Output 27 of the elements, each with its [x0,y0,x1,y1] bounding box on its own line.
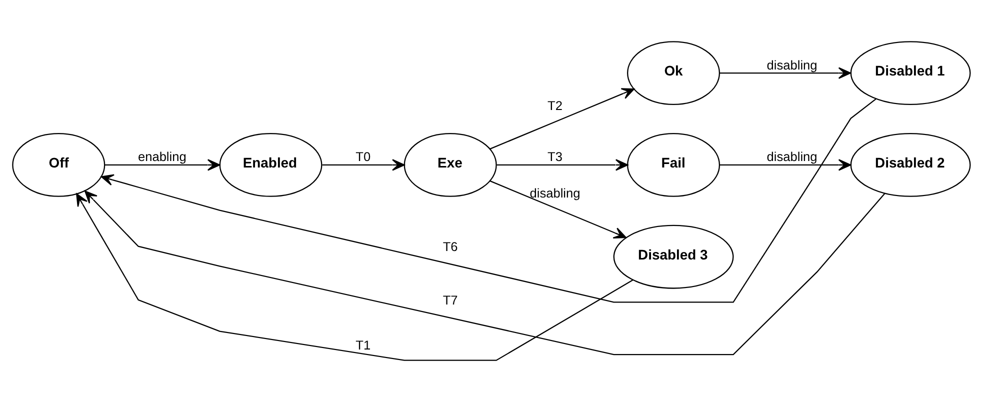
arrow [84,190,886,355]
edge-label: disabling [766,148,818,164]
arrow [496,158,628,170]
node-ellipse: Ok [627,40,720,105]
arrow [720,158,852,170]
arrow [720,66,852,78]
edge-label: T7 [442,292,458,307]
edge-label: enabling [138,148,186,164]
node-ellipse: Fail [627,132,720,196]
node-ellipse: Disabled 1 [850,40,971,105]
arrow [490,88,635,149]
arrow [490,180,626,238]
node-ellipse: Exe [404,132,497,196]
node-ellipse: Off [12,132,106,196]
edge-label: T0 [356,148,371,164]
edge-label: T1 [356,337,371,352]
arrow [104,158,220,170]
edge-label: T3 [548,148,562,164]
arrow [322,158,405,170]
node-ellipse: Disabled 2 [850,132,971,196]
edge-label: disabling [530,184,580,200]
arrow [76,192,634,360]
edge-label: T2 [548,98,562,113]
edge-label: T6 [442,238,458,254]
node-ellipse: Enabled [219,132,322,196]
arrow [100,98,876,302]
edge-label: disabling [766,56,818,72]
